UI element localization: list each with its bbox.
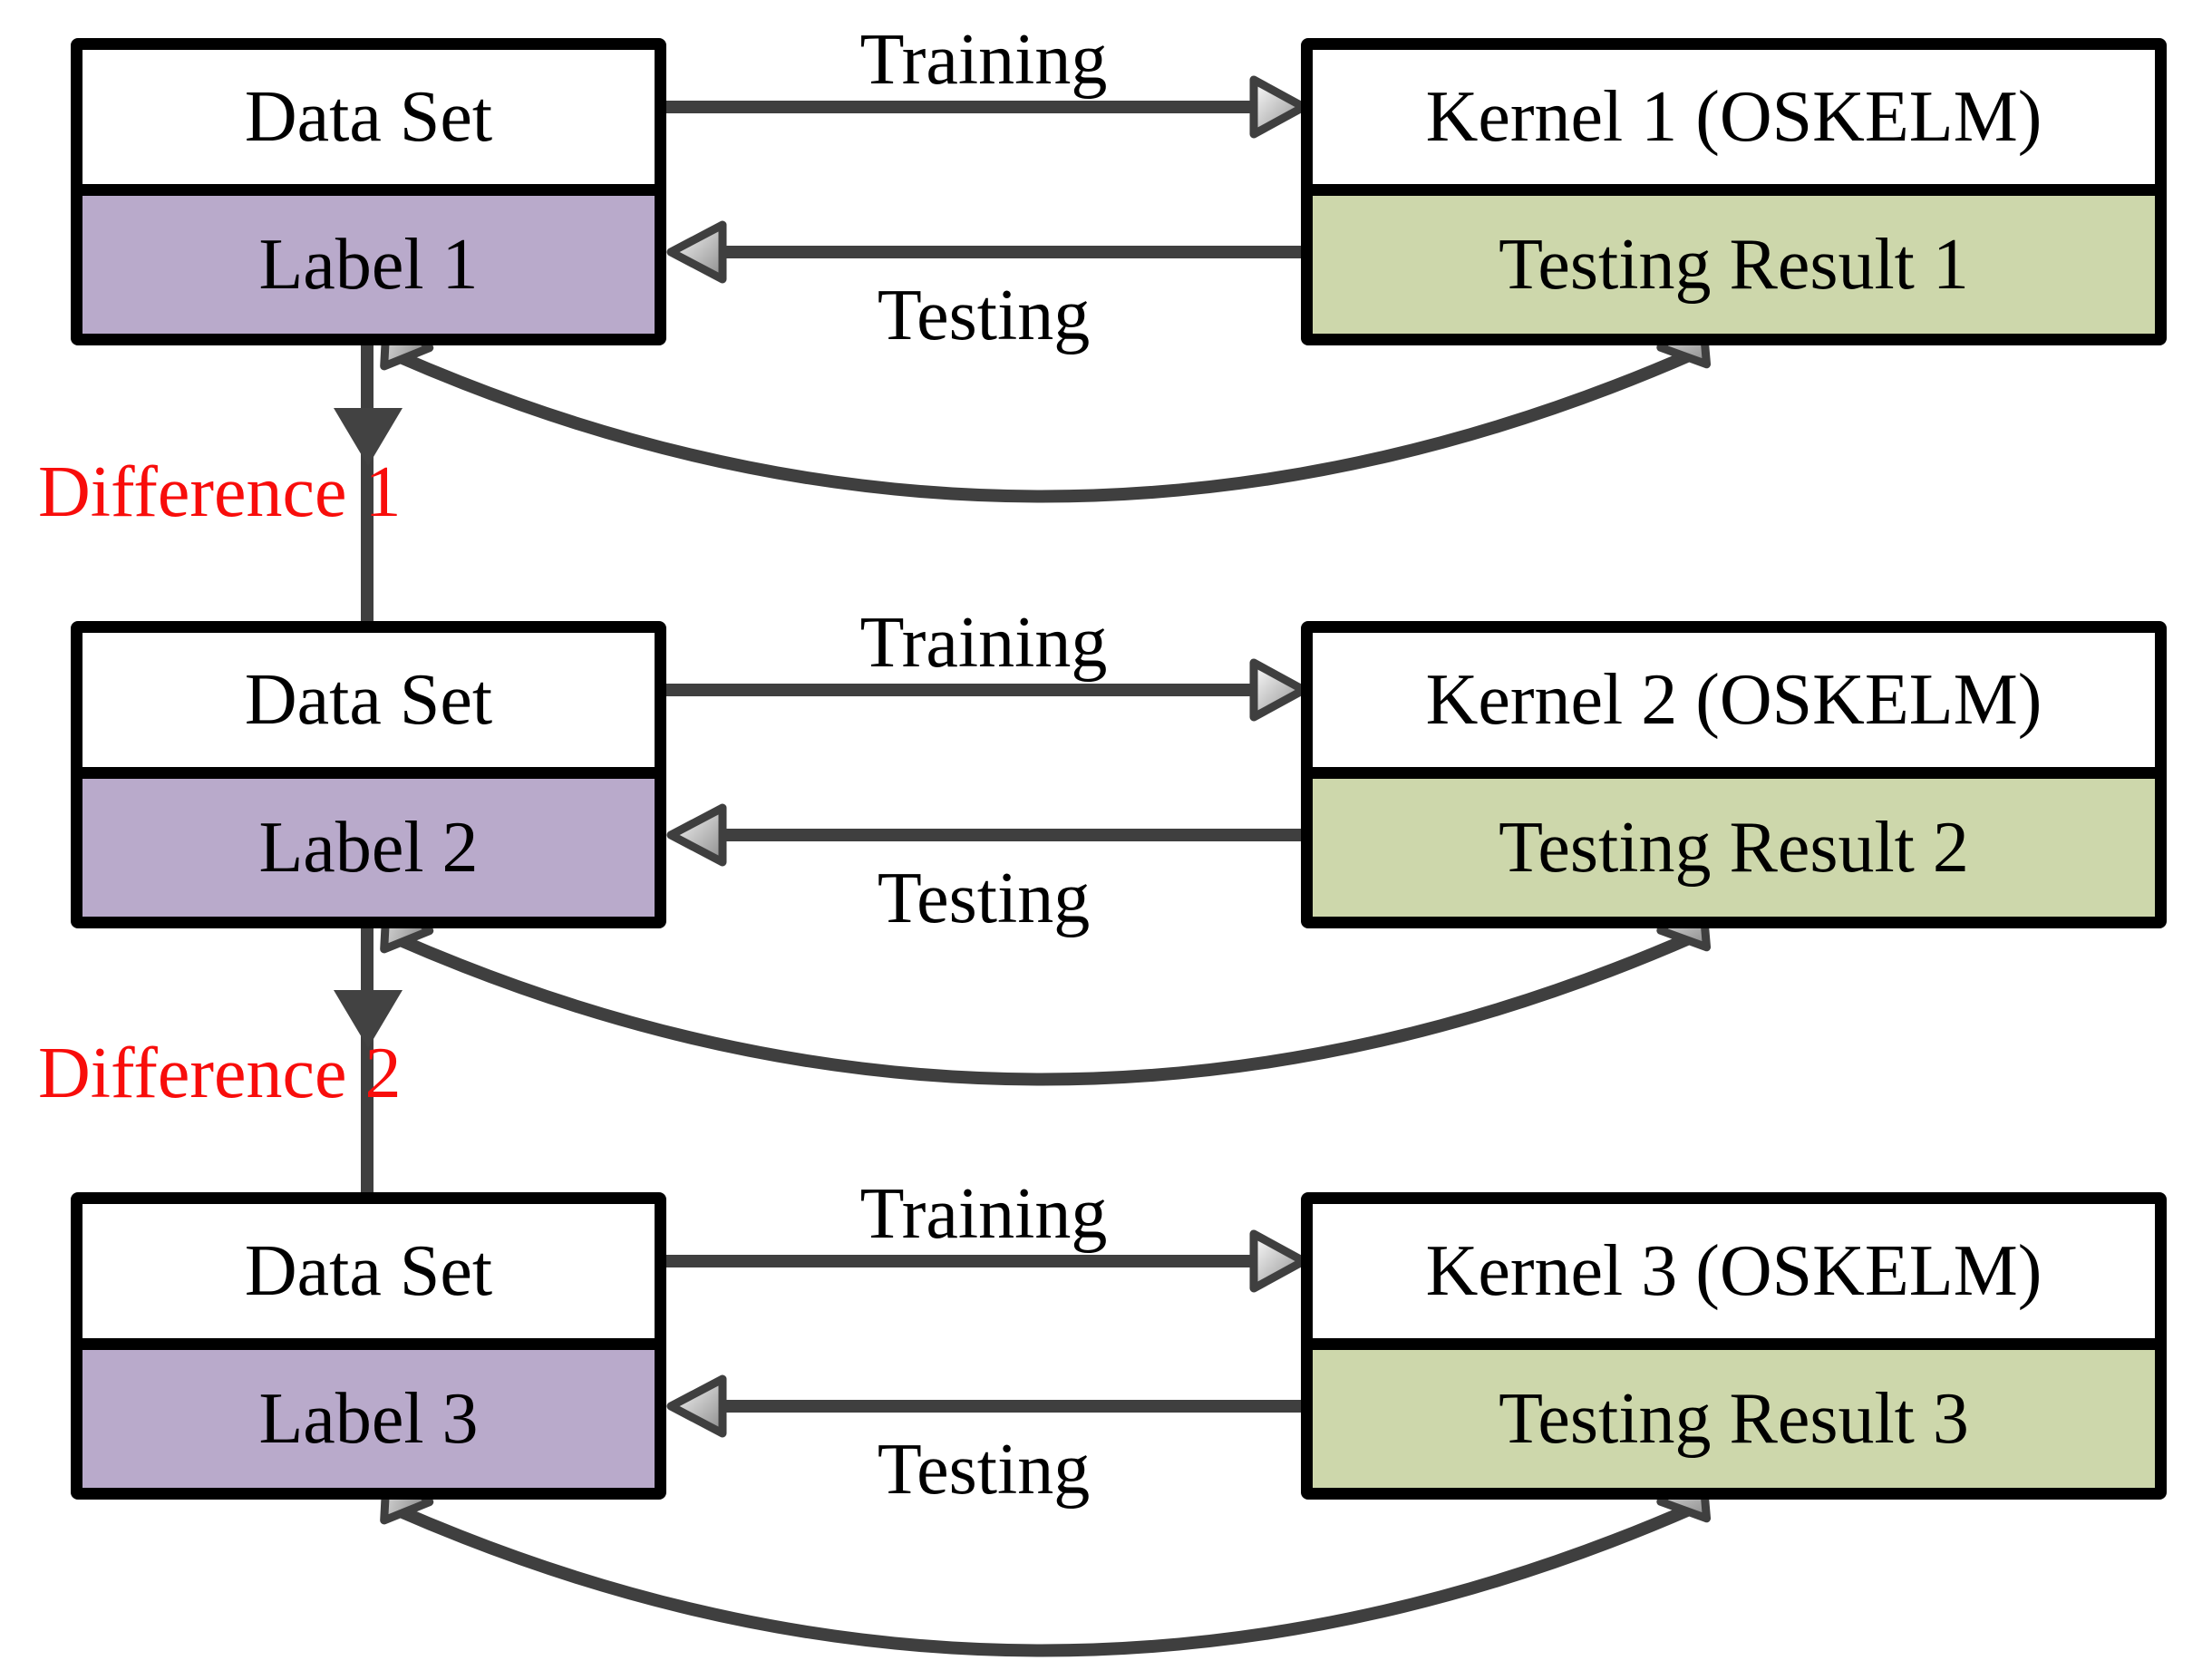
label-cell-row3: Label 3 xyxy=(82,1350,655,1488)
feedback-curve-row1 xyxy=(390,347,1700,503)
training-label-row3: Training xyxy=(859,1174,1108,1254)
training-label-row2: Training xyxy=(859,603,1108,683)
training-label-row1: Training xyxy=(859,20,1108,100)
label-cell-row2: Label 2 xyxy=(82,779,655,917)
result-cell-row2: Testing Result 2 xyxy=(1313,779,2155,917)
dataset-label-row2: Data Set xyxy=(82,633,655,767)
data-box-row1: Data Set Label 1 xyxy=(71,38,666,345)
kernel-box-row1: Kernel 1 (OSKELM) Testing Result 1 xyxy=(1301,38,2167,345)
dataset-label-row3: Data Set xyxy=(82,1204,655,1338)
kernel-box-row3: Kernel 3 (OSKELM) Testing Result 3 xyxy=(1301,1192,2167,1500)
testing-arrowhead-icon-row3 xyxy=(666,1374,727,1438)
training-arrowhead-icon-row1 xyxy=(1249,75,1308,139)
box-divider xyxy=(1313,184,2155,196)
dataset-label-row1: Data Set xyxy=(82,50,655,184)
kernel-box-row2: Kernel 2 (OSKELM) Testing Result 2 xyxy=(1301,621,2167,928)
kernel-label-row1: Kernel 1 (OSKELM) xyxy=(1313,50,2155,184)
training-arrowhead-icon-row3 xyxy=(1249,1229,1308,1293)
testing-arrowhead-icon-row1 xyxy=(666,220,727,284)
difference-arrowhead-icon-2 xyxy=(334,990,403,1048)
box-divider xyxy=(1313,1338,2155,1350)
testing-arrowhead-icon-row2 xyxy=(666,803,727,867)
label-cell-row1: Label 1 xyxy=(82,196,655,334)
result-cell-row1: Testing Result 1 xyxy=(1313,196,2155,334)
difference-label-2: Difference 2 xyxy=(38,1034,402,1113)
box-divider xyxy=(1313,767,2155,779)
difference-arrow-2 xyxy=(334,927,403,1199)
box-divider xyxy=(82,184,655,196)
training-arrowhead-icon-row2 xyxy=(1249,658,1308,722)
testing-label-row3: Testing xyxy=(877,1430,1091,1510)
kernel-label-row3: Kernel 3 (OSKELM) xyxy=(1313,1204,2155,1338)
testing-label-row2: Testing xyxy=(877,859,1091,938)
box-divider xyxy=(82,767,655,779)
data-box-row3: Data Set Label 3 xyxy=(71,1192,666,1500)
difference-label-1: Difference 1 xyxy=(38,452,402,532)
result-cell-row3: Testing Result 3 xyxy=(1313,1350,2155,1488)
box-divider xyxy=(82,1338,655,1350)
kernel-label-row2: Kernel 2 (OSKELM) xyxy=(1313,633,2155,767)
feedback-curve-row3 xyxy=(390,1501,1700,1657)
testing-label-row1: Testing xyxy=(877,276,1091,355)
data-box-row2: Data Set Label 2 xyxy=(71,621,666,928)
arrows-row1 xyxy=(380,75,1712,503)
difference-arrowhead-icon-1 xyxy=(334,408,403,466)
difference-arrow-1 xyxy=(334,345,403,627)
feedback-curve-row2 xyxy=(390,930,1700,1086)
arrows-row2 xyxy=(380,658,1712,1086)
